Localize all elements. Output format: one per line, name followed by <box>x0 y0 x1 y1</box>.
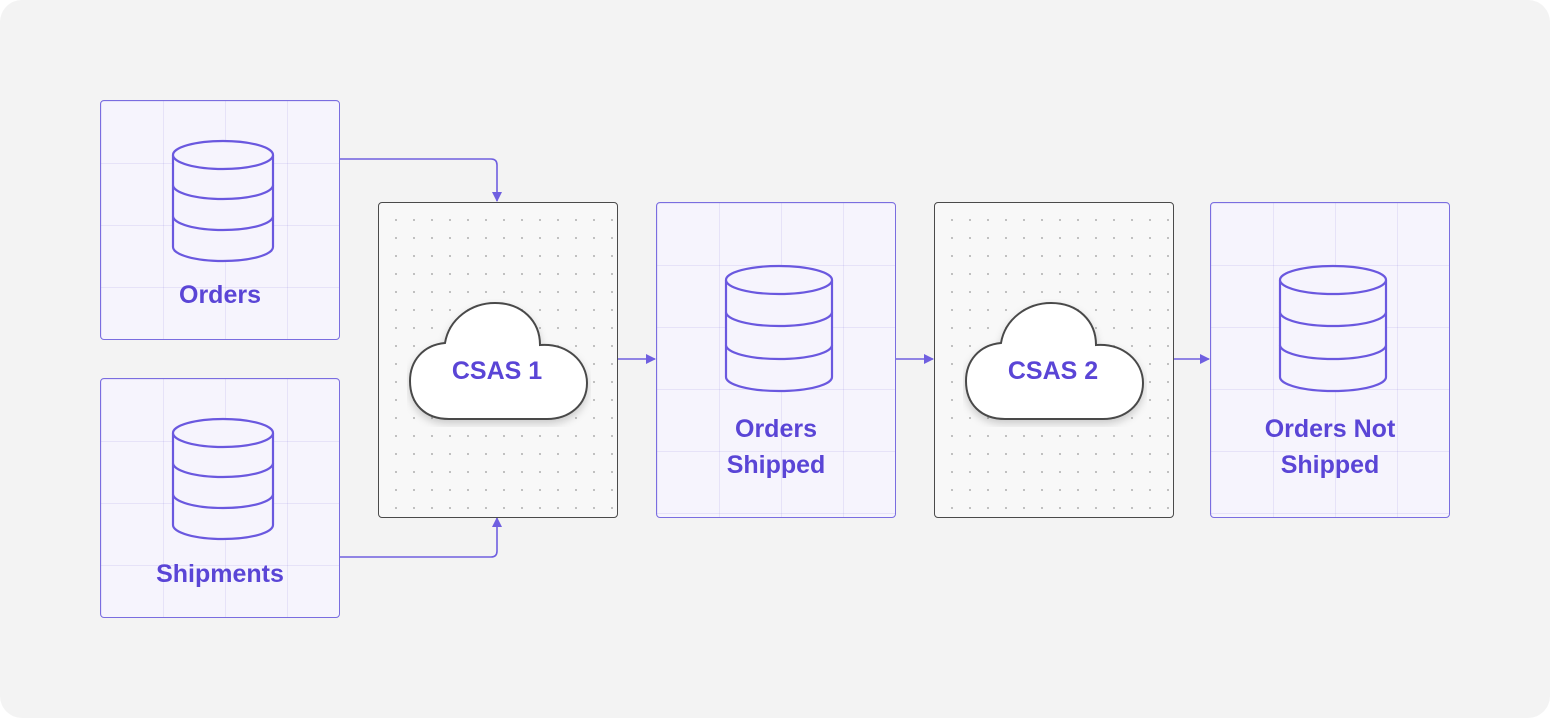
cloud-icon <box>408 301 589 420</box>
shipments-label: Shipments <box>156 560 284 588</box>
csas1-label: CSAS 1 <box>451 357 543 385</box>
orders-topic[interactable]: Orders <box>100 100 340 340</box>
orders-shipped-label-line1: Orders <box>735 415 817 443</box>
edge-orders-to-csas1 <box>340 158 502 202</box>
edge-shipments-to-csas1 <box>340 517 502 558</box>
database-icon <box>724 264 834 393</box>
orders-label: Orders <box>179 281 261 309</box>
database-icon <box>171 139 275 263</box>
csas2-processor[interactable]: CSAS 2 <box>934 202 1174 518</box>
orders-not-shipped-label-line1: Orders Not <box>1264 415 1396 443</box>
csas2-label: CSAS 2 <box>1007 357 1099 385</box>
database-icon <box>171 417 275 541</box>
orders-not-shipped-topic[interactable]: Orders Not Shipped <box>1210 202 1450 518</box>
csas1-processor[interactable]: CSAS 1 <box>378 202 618 518</box>
orders-shipped-label-line2: Shipped <box>726 451 826 479</box>
orders-shipped-topic[interactable]: Orders Shipped <box>656 202 896 518</box>
orders-not-shipped-label-line2: Shipped <box>1280 451 1380 479</box>
database-icon <box>1278 264 1388 393</box>
cloud-icon <box>964 301 1145 420</box>
shipments-topic[interactable]: Shipments <box>100 378 340 618</box>
